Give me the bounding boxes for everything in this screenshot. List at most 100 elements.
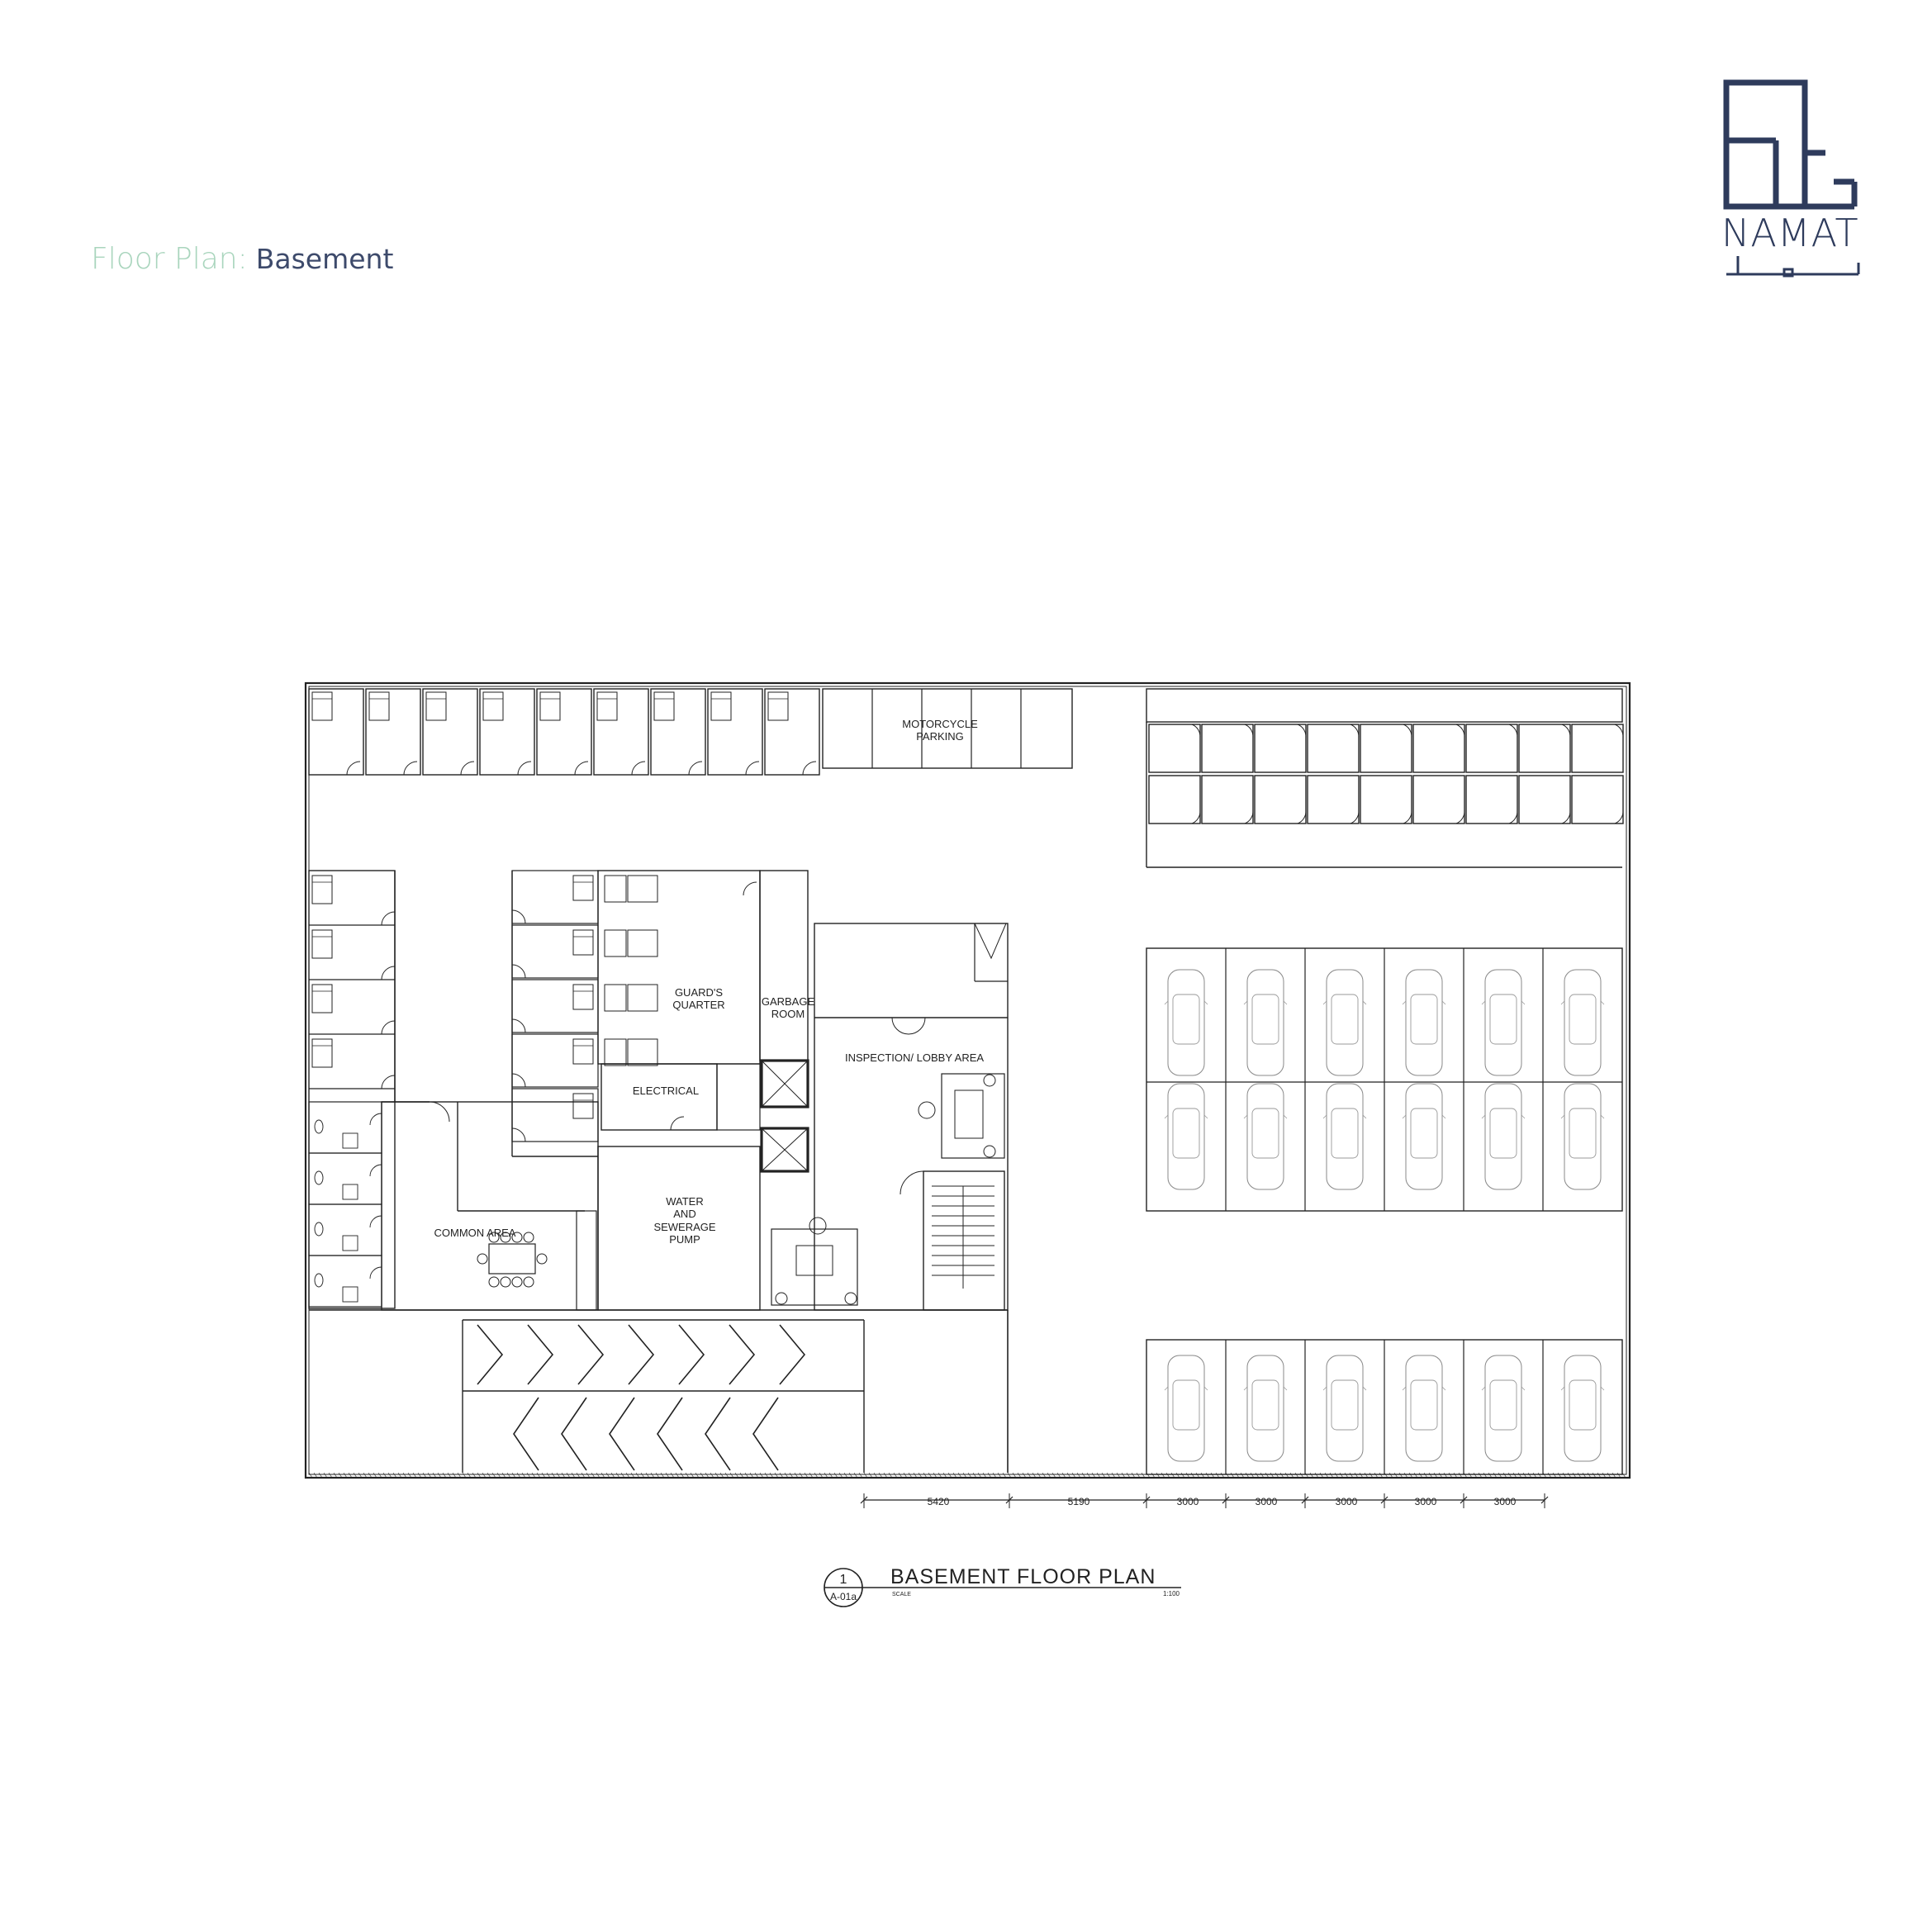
hatch-line xyxy=(1056,1472,1061,1479)
toilet-icon xyxy=(314,1222,324,1237)
door-swing-icon xyxy=(369,1113,382,1126)
hatch-line xyxy=(1047,1472,1051,1479)
sink-icon xyxy=(342,1132,358,1149)
hatch-line xyxy=(1597,1472,1602,1479)
car-icon xyxy=(1243,1083,1288,1190)
hatch-line xyxy=(908,1472,913,1479)
car-mirror xyxy=(1600,1114,1605,1119)
hatch-line xyxy=(1265,1472,1270,1479)
hatch-line xyxy=(714,1472,719,1479)
car-mirror xyxy=(1402,1000,1407,1005)
hatch-line xyxy=(1616,1472,1621,1479)
chair-icon xyxy=(536,1253,548,1265)
hatch-line xyxy=(407,1472,412,1479)
hatch-line xyxy=(1200,1472,1205,1479)
label-water-pump: PUMP xyxy=(669,1233,700,1246)
car-icon xyxy=(1402,1083,1446,1190)
car-body xyxy=(1326,1083,1364,1190)
hatch-line xyxy=(705,1472,710,1479)
car-cabin xyxy=(1569,994,1597,1045)
car-body xyxy=(1405,1355,1443,1462)
ramp-arrow-icon xyxy=(527,1324,554,1385)
car-mirror xyxy=(1402,1386,1407,1391)
dimension-label: 3000 xyxy=(1494,1496,1517,1507)
bed-icon xyxy=(482,691,504,721)
car-icon xyxy=(1402,969,1446,1076)
hatch-line xyxy=(328,1472,333,1479)
hatch-line xyxy=(833,1472,838,1479)
hatch-line xyxy=(1205,1472,1210,1479)
hatch-line xyxy=(938,1472,942,1479)
chair-icon xyxy=(511,1232,523,1243)
hatch-line xyxy=(541,1472,546,1479)
label-inspection-lobby: INSPECTION/ LOBBY AREA xyxy=(845,1051,984,1064)
bed-icon xyxy=(572,984,594,1010)
storage-unit xyxy=(1148,724,1201,773)
coffee-table-icon xyxy=(795,1245,833,1276)
door-swing-icon xyxy=(1508,809,1518,824)
ramp-arrow-icon xyxy=(657,1397,683,1471)
car-mirror xyxy=(1600,1000,1605,1005)
hatch-line xyxy=(710,1472,714,1479)
storage-unit xyxy=(1201,775,1254,824)
lift-shaft xyxy=(760,1127,809,1173)
bed-icon xyxy=(767,691,789,721)
ramp-arrow-icon xyxy=(729,1324,756,1385)
car-cabin xyxy=(1331,1379,1359,1431)
car-body xyxy=(1484,969,1522,1076)
bed-icon xyxy=(710,691,732,721)
storage-unit xyxy=(1148,775,1201,824)
hatch-line xyxy=(1245,1472,1250,1479)
page-title-subject: Basement xyxy=(255,243,394,275)
hatch-line xyxy=(1542,1472,1547,1479)
hatch-line xyxy=(1537,1472,1542,1479)
hatch-line xyxy=(774,1472,779,1479)
car-cabin xyxy=(1410,1108,1438,1159)
hatch-line xyxy=(521,1472,526,1479)
door-swing-icon xyxy=(1244,809,1254,824)
hatch-line xyxy=(412,1472,417,1479)
car-mirror xyxy=(1600,1386,1605,1391)
door-swing-icon xyxy=(511,964,526,979)
hatch-line xyxy=(873,1472,878,1479)
car-cabin xyxy=(1172,994,1200,1045)
hatch-line xyxy=(1314,1472,1319,1479)
car-cabin xyxy=(1489,994,1517,1045)
ramp-arrow-icon xyxy=(628,1324,655,1385)
bedroom-cell xyxy=(536,688,592,776)
car-body xyxy=(1167,1083,1205,1190)
door-swing-icon xyxy=(1561,809,1571,824)
kitchenette-counter xyxy=(576,1210,597,1311)
door-swing-icon xyxy=(511,1073,526,1088)
hatch-line xyxy=(1165,1472,1170,1479)
hatch-line xyxy=(1299,1472,1304,1479)
bed-icon xyxy=(539,691,561,721)
car-cabin xyxy=(1489,1108,1517,1159)
car-body xyxy=(1167,969,1205,1076)
hatch-line xyxy=(1364,1472,1369,1479)
bedroom-cell xyxy=(511,1088,599,1142)
hatch-line xyxy=(933,1472,938,1479)
storage-unit xyxy=(1465,724,1518,773)
hatch-line xyxy=(1225,1472,1230,1479)
hatch-line xyxy=(556,1472,561,1479)
label-electrical: ELECTRICAL xyxy=(633,1085,699,1097)
door-swing-icon xyxy=(369,1164,382,1177)
car-icon xyxy=(1322,1355,1367,1462)
car-icon xyxy=(1164,1355,1208,1462)
hatch-line xyxy=(1607,1472,1612,1479)
hatch-line xyxy=(1512,1472,1517,1479)
hatch-line xyxy=(719,1472,724,1479)
hatch-line xyxy=(1190,1472,1195,1479)
hatch-line xyxy=(516,1472,521,1479)
car-cabin xyxy=(1251,1379,1279,1431)
scale-value: 1:100 xyxy=(1163,1590,1180,1597)
hatch-line xyxy=(675,1472,680,1479)
storage-unit xyxy=(1412,724,1465,773)
toilet-icon xyxy=(314,1119,324,1134)
hatch-line xyxy=(1398,1472,1403,1479)
car-mirror xyxy=(1481,1386,1486,1391)
car-mirror xyxy=(1560,1000,1565,1005)
hatch-line xyxy=(670,1472,675,1479)
hatch-line xyxy=(913,1472,918,1479)
